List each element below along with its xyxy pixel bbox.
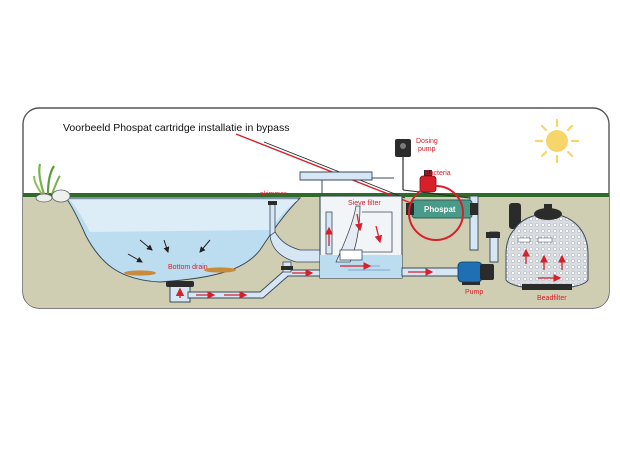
sieve-flow-arrows <box>325 213 383 270</box>
grass-strip <box>23 193 609 197</box>
callout-line <box>235 133 412 204</box>
dosing-line <box>402 189 471 199</box>
bacteria-label: Bacteria <box>425 170 451 177</box>
pump-label: Pump <box>465 289 483 296</box>
plant-icon <box>33 163 71 203</box>
callout-line-2 <box>263 141 406 199</box>
bottom-drain-label: Bottom drain <box>168 264 208 271</box>
drain-flow-arrows <box>127 239 211 263</box>
sieve-filter-icon <box>319 177 403 279</box>
dosing-pump-label-2: pump <box>418 146 436 153</box>
beadfilter-icon <box>505 203 589 290</box>
pump-icon <box>457 261 494 285</box>
dosing-pump-label-1: Dosing <box>416 138 438 145</box>
sediment <box>124 267 236 276</box>
beadfilter-flow-arrows <box>522 248 566 282</box>
top-return-pipe <box>299 171 373 181</box>
rock <box>51 189 71 203</box>
phospat-cartridge-icon: Phospat <box>406 199 478 219</box>
bottom-drain-icon <box>166 281 194 303</box>
phospat-label: Phospat <box>424 205 456 214</box>
phospat-highlight-circle <box>408 185 464 241</box>
sun-icon <box>534 118 580 164</box>
skimmer-label: skimmer <box>260 191 287 198</box>
dosing-pump-icon <box>395 139 411 190</box>
diagram-title: Voorbeeld Phospat cartridge installatie … <box>63 122 289 134</box>
beadfilter-label: Beadfilter <box>537 295 567 302</box>
skimmer-icon <box>268 201 321 273</box>
bypass-valve <box>486 232 500 238</box>
sieve-filter-label: Sieve filter <box>348 200 381 207</box>
